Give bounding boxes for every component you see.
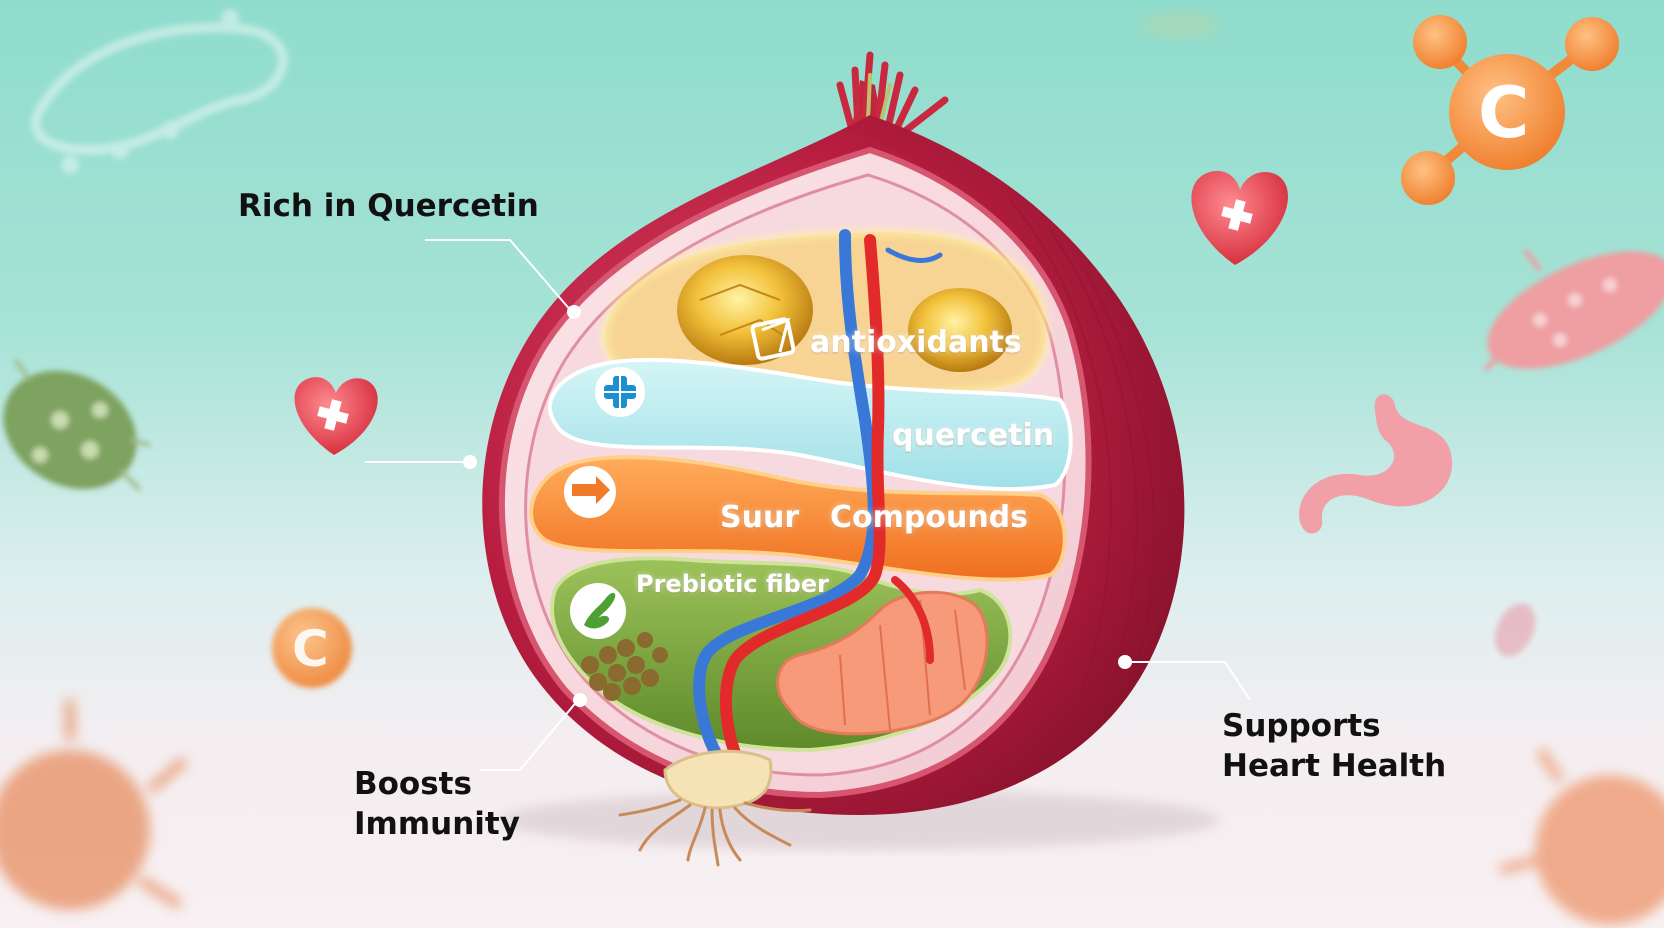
fiber-granules bbox=[581, 632, 668, 701]
sulfur-label-part2: Compounds bbox=[830, 500, 1029, 535]
leader-lines bbox=[365, 239, 1251, 771]
vitamin-c-small-icon bbox=[272, 608, 352, 688]
antioxidant-cell-right bbox=[908, 288, 1012, 372]
antioxidant-cell-left bbox=[677, 255, 813, 365]
heart-plus-icon-left bbox=[294, 377, 378, 455]
bacteria-left bbox=[3, 358, 151, 492]
prebiotic-fiber-label: Prebiotic fiber bbox=[636, 570, 829, 598]
virus-bottom-right bbox=[1498, 747, 1664, 925]
callout-rich-in-quercetin: Rich in Quercetin bbox=[238, 188, 539, 224]
onion-basal-plate bbox=[663, 749, 773, 810]
sulfur-compounds-layer bbox=[529, 455, 1067, 582]
stomach-icon bbox=[1299, 394, 1453, 534]
callout-boosts-immunity: Boosts Immunity bbox=[354, 764, 520, 844]
sulfur-badge-icon bbox=[564, 466, 616, 518]
intestine-icon bbox=[776, 590, 989, 736]
antioxidant-leaf-icon bbox=[750, 317, 796, 361]
onion-shadow bbox=[500, 790, 1220, 850]
callout-supports-line2: Heart Health bbox=[1222, 748, 1447, 784]
quercetin-plus-badge-icon bbox=[595, 367, 645, 417]
bacteria-top-left bbox=[30, 9, 288, 174]
vitamin-c-letter-large: C bbox=[1478, 72, 1530, 154]
bacteria-right bbox=[1483, 248, 1664, 372]
vitamin-c-letter-small: C bbox=[292, 620, 329, 678]
blur-blob-top bbox=[1140, 11, 1220, 39]
callout-boosts-line1: Boosts bbox=[354, 766, 472, 802]
blood-vessels bbox=[693, 229, 943, 771]
onion-ridges bbox=[1009, 199, 1156, 701]
callout-boosts-line2: Immunity bbox=[354, 806, 520, 842]
virus-bottom-left bbox=[0, 700, 189, 910]
sulfur-label-part1: Suur bbox=[720, 500, 800, 535]
callout-supports-heart-health: Supports Heart Health bbox=[1222, 706, 1446, 786]
leader-dots bbox=[463, 305, 1132, 707]
onion-roots bbox=[618, 798, 812, 867]
vitamin-c-molecule-icon bbox=[1401, 15, 1619, 205]
quercetin-label: quercetin bbox=[892, 418, 1055, 453]
quercetin-layer bbox=[547, 357, 1073, 492]
callout-supports-line1: Supports bbox=[1222, 708, 1381, 744]
heart-plus-icon-right bbox=[1191, 170, 1288, 265]
antioxidants-label: antioxidants bbox=[810, 325, 1022, 360]
prebiotic-sprout-badge-icon bbox=[570, 583, 626, 639]
blur-blob-right bbox=[1494, 603, 1536, 657]
